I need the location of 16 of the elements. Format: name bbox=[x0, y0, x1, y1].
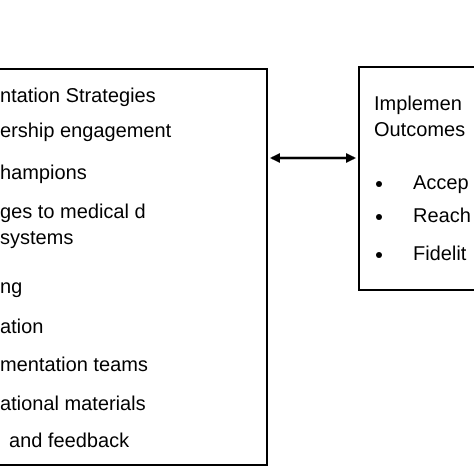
heading-text: Implemen Outcomes bbox=[374, 92, 466, 143]
list-item-text: Accep bbox=[413, 171, 469, 195]
text-box bbox=[0, 68, 268, 466]
list-item-text: ership engagement bbox=[0, 119, 172, 143]
list-item-text: mentation teams bbox=[0, 353, 148, 377]
list-item-text: and feedback bbox=[9, 429, 130, 453]
list-item-text: ng bbox=[0, 275, 22, 299]
list-item-text: Fidelit bbox=[413, 242, 466, 266]
heading-text: ntation Strategies bbox=[0, 84, 156, 108]
list-item-text: ation bbox=[0, 315, 44, 339]
list-item-text: Reach bbox=[413, 204, 471, 228]
list-item-text: hampions bbox=[0, 161, 87, 185]
list-item-text: ational materials bbox=[0, 392, 146, 416]
list-item-text: ges to medical d systems bbox=[0, 200, 147, 251]
text-box bbox=[358, 66, 474, 291]
double-arrow bbox=[270, 153, 356, 163]
